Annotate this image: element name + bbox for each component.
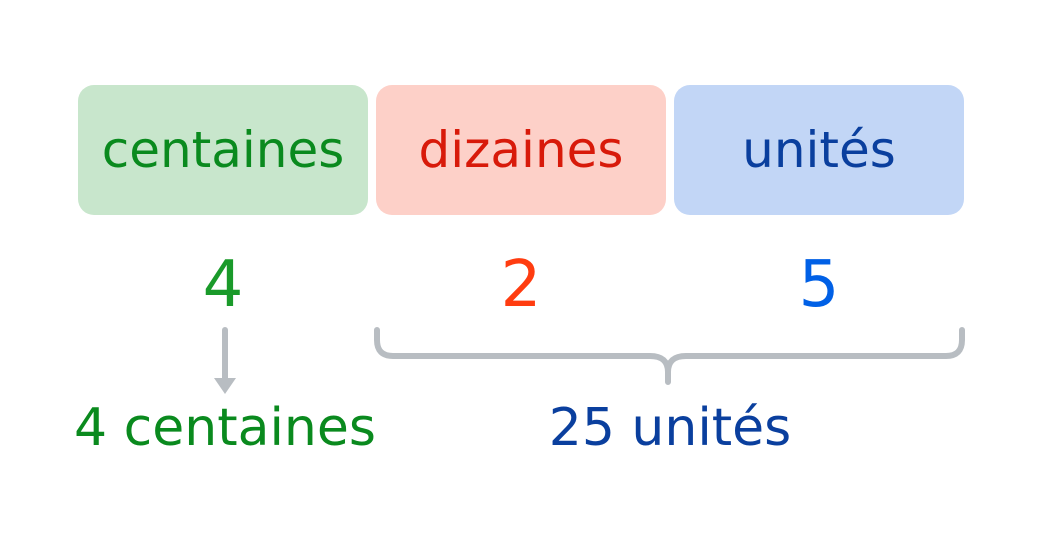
digit-centaines: 4 — [202, 248, 244, 322]
header-dizaines: dizaines — [376, 85, 666, 215]
header-unites: unités — [674, 85, 964, 215]
header-unites-label: unités — [742, 121, 896, 179]
result-unites: 25 unités — [548, 398, 792, 458]
digit-dizaines: 2 — [500, 248, 542, 322]
header-centaines: centaines — [78, 85, 368, 215]
result-centaines: 4 centaines — [74, 398, 376, 458]
curly-brace-icon — [374, 327, 965, 385]
header-centaines-label: centaines — [101, 121, 345, 179]
arrow-down-icon — [214, 327, 236, 394]
digit-unites: 5 — [798, 248, 840, 322]
header-dizaines-label: dizaines — [418, 121, 624, 179]
